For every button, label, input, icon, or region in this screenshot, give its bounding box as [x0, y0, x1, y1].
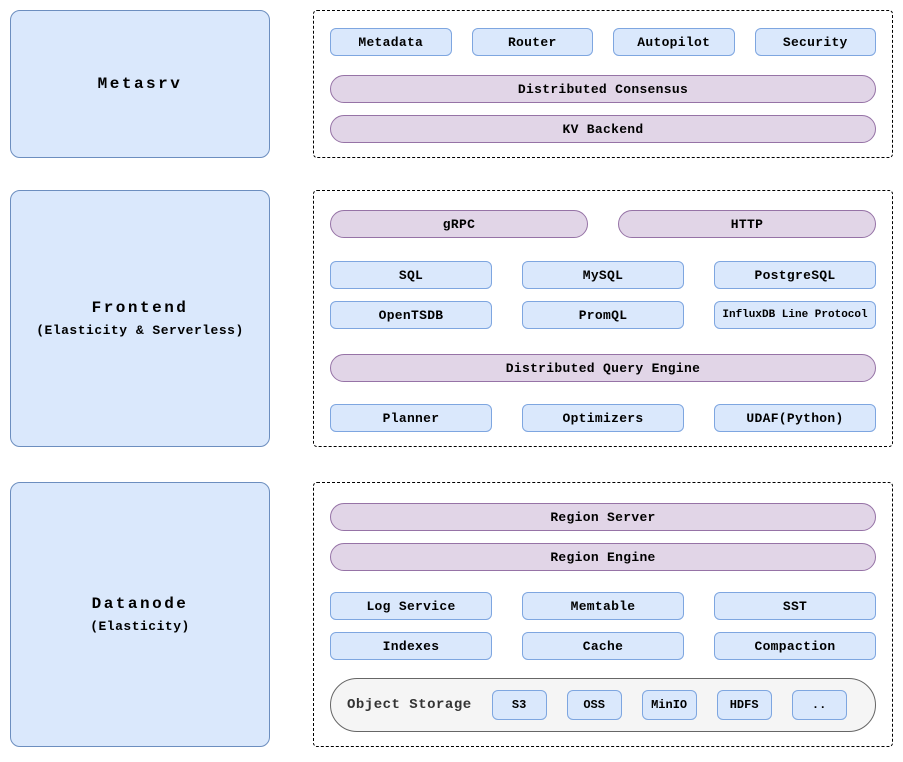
datanode-group: Region Server Region Engine Log Service …	[313, 482, 893, 747]
datanode-panel: Datanode (Elasticity)	[10, 482, 270, 747]
chip-autopilot: Autopilot	[613, 28, 735, 56]
tier-datanode: Datanode (Elasticity) Region Server Regi…	[10, 482, 893, 747]
chip-sql: SQL	[330, 261, 492, 289]
tier-frontend: Frontend (Elasticity & Serverless) gRPC …	[10, 190, 893, 447]
layer-distributed-consensus: Distributed Consensus	[330, 75, 876, 103]
object-storage-container: Object Storage S3 OSS MinIO HDFS ..	[330, 678, 876, 732]
chip-oss: OSS	[566, 690, 622, 720]
frontend-engine-components-row: Planner Optimizers UDAF(Python)	[330, 404, 876, 432]
layer-grpc: gRPC	[330, 210, 588, 238]
frontend-group: gRPC HTTP SQL MySQL PostgreSQL OpenTSDB …	[313, 190, 893, 447]
layer-distributed-query-engine: Distributed Query Engine	[330, 354, 876, 382]
frontend-panel-label: Frontend	[91, 299, 189, 317]
layer-http: HTTP	[618, 210, 876, 238]
chip-log-service: Log Service	[330, 592, 492, 620]
chip-mysql: MySQL	[522, 261, 684, 289]
chip-udaf-python: UDAF(Python)	[714, 404, 876, 432]
chip-indexes: Indexes	[330, 632, 492, 660]
metasrv-group: Metadata Router Autopilot Security Distr…	[313, 10, 893, 158]
object-storage-label: Object Storage	[347, 697, 472, 713]
layer-region-server: Region Server	[330, 503, 876, 531]
chip-influxdb-line-protocol: InfluxDB Line Protocol	[714, 301, 876, 329]
frontend-protocols-row: gRPC HTTP	[330, 210, 876, 238]
frontend-panel: Frontend (Elasticity & Serverless)	[10, 190, 270, 447]
chip-compaction: Compaction	[714, 632, 876, 660]
chip-metadata: Metadata	[330, 28, 452, 56]
layer-kv-backend: KV Backend	[330, 115, 876, 143]
chip-postgresql: PostgreSQL	[714, 261, 876, 289]
chip-sst: SST	[714, 592, 876, 620]
frontend-panel-sublabel: (Elasticity & Serverless)	[36, 323, 244, 338]
chip-promql: PromQL	[522, 301, 684, 329]
datanode-components-row2: Indexes Cache Compaction	[330, 632, 876, 660]
chip-hdfs: HDFS	[716, 690, 772, 720]
datanode-panel-label: Datanode	[91, 595, 189, 613]
frontend-query-languages-row2: OpenTSDB PromQL InfluxDB Line Protocol	[330, 301, 876, 329]
datanode-panel-sublabel: (Elasticity)	[90, 619, 190, 634]
chip-s3: S3	[491, 690, 547, 720]
frontend-query-languages-row1: SQL MySQL PostgreSQL	[330, 261, 876, 289]
chip-opentsdb: OpenTSDB	[330, 301, 492, 329]
chip-cache: Cache	[522, 632, 684, 660]
chip-router: Router	[471, 28, 593, 56]
tier-metasrv: Metasrv Metadata Router Autopilot Securi…	[10, 10, 893, 158]
chip-optimizers: Optimizers	[522, 404, 684, 432]
layer-region-engine: Region Engine	[330, 543, 876, 571]
chip-minio: MinIO	[641, 690, 697, 720]
datanode-components-row1: Log Service Memtable SST	[330, 592, 876, 620]
chip-more: ..	[791, 690, 847, 720]
chip-memtable: Memtable	[522, 592, 684, 620]
chip-planner: Planner	[330, 404, 492, 432]
metasrv-components-row: Metadata Router Autopilot Security	[330, 28, 876, 56]
metasrv-panel: Metasrv	[10, 10, 270, 158]
chip-security: Security	[754, 28, 876, 56]
object-storage-backends: S3 OSS MinIO HDFS ..	[491, 690, 847, 720]
metasrv-panel-label: Metasrv	[97, 75, 183, 93]
